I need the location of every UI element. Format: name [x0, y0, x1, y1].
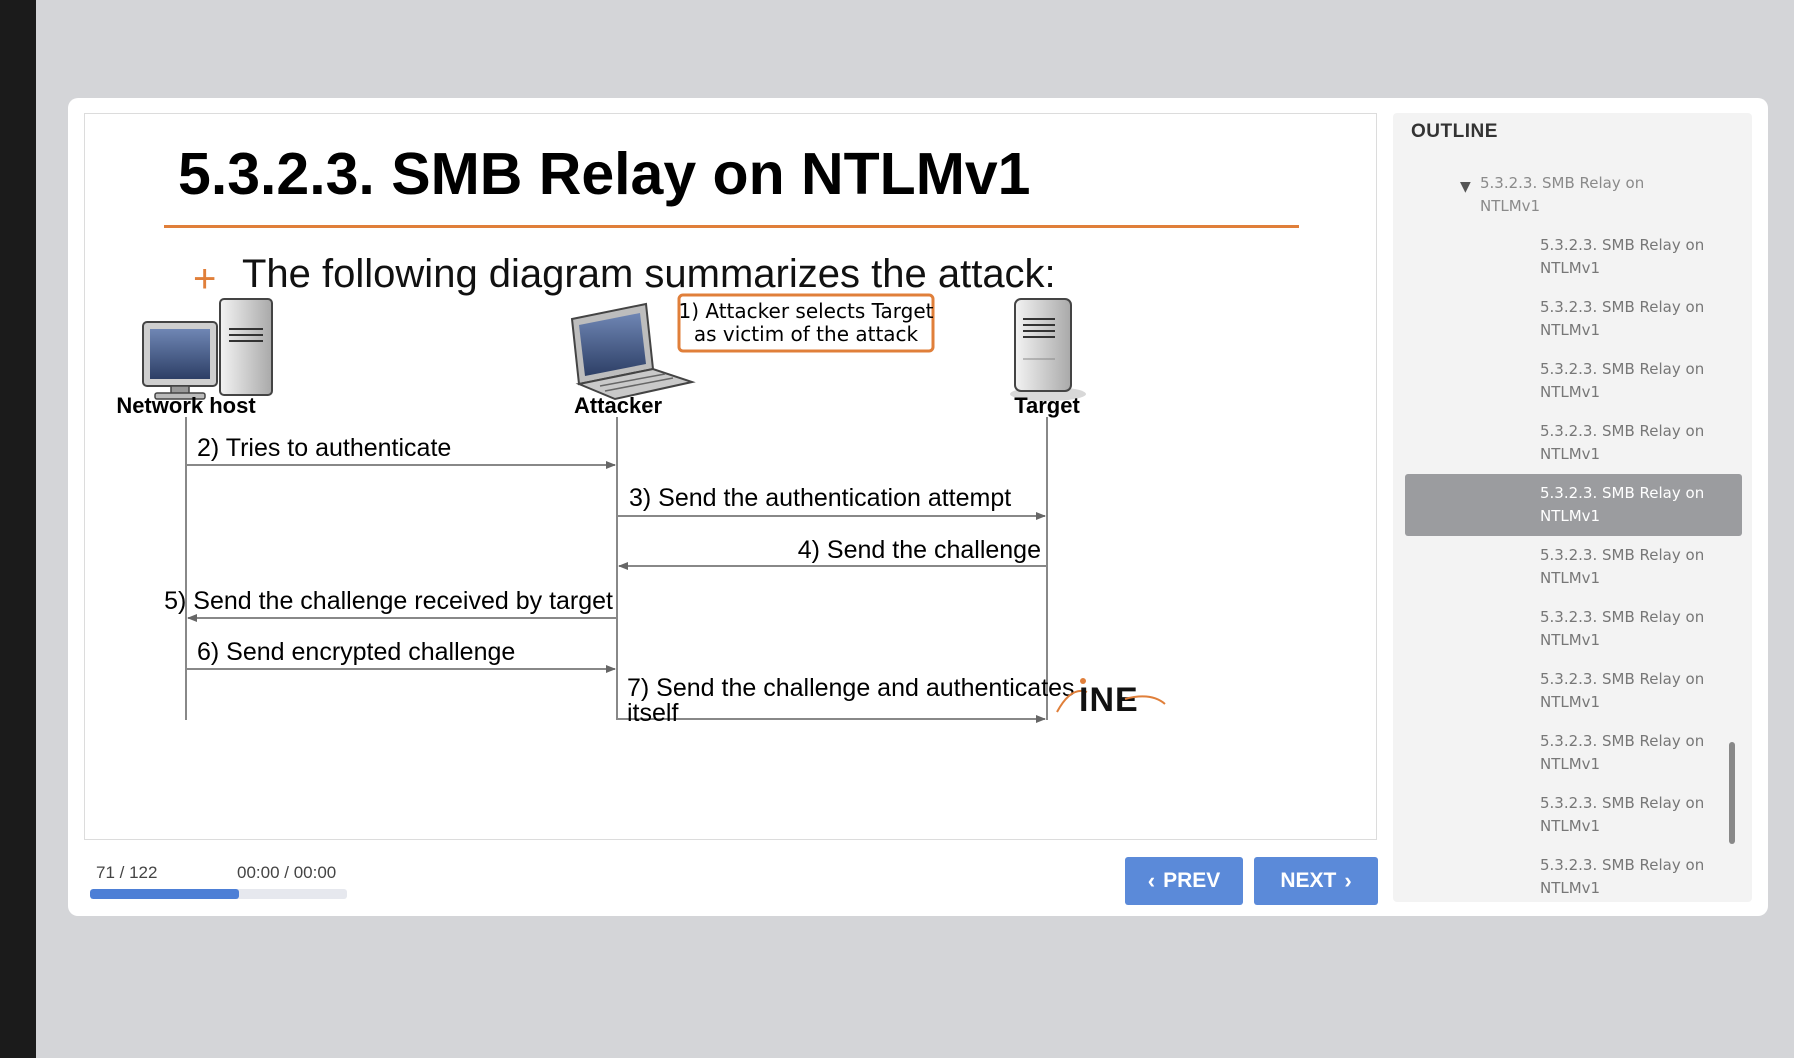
laptop-icon: [570, 302, 696, 401]
outline-item-label: 5.3.2.3. SMB Relay on: [1540, 608, 1705, 626]
message-label-6: 6) Send encrypted challenge: [197, 638, 515, 666]
svg-text:INE: INE: [1079, 681, 1139, 719]
outline-header: OUTLINE: [1411, 121, 1498, 142]
outline-parent-label-line-1: 5.3.2.3. SMB Relay on: [1480, 174, 1645, 192]
outline-item-label: NTLMv1: [1540, 321, 1601, 339]
message-label-7-line-2: itself: [627, 699, 678, 727]
next-button-label: NEXT: [1280, 869, 1337, 892]
outline-item[interactable]: 5.3.2.3. SMB Relay on NTLMv1: [1405, 660, 1742, 722]
caret-down-icon: ▼: [1460, 179, 1471, 195]
outline-item[interactable]: 5.3.2.3. SMB Relay on NTLMv1: [1405, 474, 1742, 536]
outline-item-label: 5.3.2.3. SMB Relay on: [1540, 546, 1705, 564]
outline-item[interactable]: 5.3.2.3. SMB Relay on NTLMv1: [1405, 784, 1742, 846]
outline-item[interactable]: 5.3.2.3. SMB Relay on NTLMv1: [1405, 412, 1742, 474]
outline-item[interactable]: 5.3.2.3. SMB Relay on NTLMv1: [1405, 598, 1742, 660]
outline-item-label: NTLMv1: [1540, 755, 1601, 773]
outline-scrollbar[interactable]: [1729, 742, 1735, 844]
callout-line-2: as victim of the attack: [694, 322, 919, 346]
actor-label-target: Target: [1014, 393, 1080, 418]
outline-item-label: 5.3.2.3. SMB Relay on: [1540, 298, 1705, 316]
outline-item-label: NTLMv1: [1540, 445, 1601, 463]
outline-item-label: 5.3.2.3. SMB Relay on: [1540, 856, 1705, 874]
slide-counter: 71 / 122: [96, 863, 158, 882]
outline-item-label: NTLMv1: [1540, 569, 1601, 587]
outline-panel: OUTLINE ▼ 5.3.2.3. SMB Relay on NTLMv1 5…: [1393, 113, 1752, 902]
callout-line-1: 1) Attacker selects Target: [679, 299, 934, 323]
outline-item[interactable]: 5.3.2.3. SMB Relay on NTLMv1: [1405, 722, 1742, 784]
message-label-3: 3) Send the authentication attempt: [629, 484, 1011, 512]
outline-item-label: 5.3.2.3. SMB Relay on: [1540, 422, 1705, 440]
chevron-right-icon: ›: [1344, 868, 1352, 893]
outline-item-label: NTLMv1: [1540, 879, 1601, 897]
outline-parent-label-line-2: NTLMv1: [1480, 197, 1541, 215]
title-divider: [164, 225, 1299, 228]
server-icon: [1010, 298, 1086, 401]
outline-item-label: NTLMv1: [1540, 259, 1601, 277]
prev-button[interactable]: ‹ PREV: [1125, 857, 1243, 905]
progress-bar[interactable]: [90, 889, 347, 899]
bullet-text: The following diagram summarizes the att…: [242, 252, 1056, 296]
outline-item[interactable]: 5.3.2.3. SMB Relay on NTLMv1: [1405, 846, 1742, 902]
outline-item[interactable]: 5.3.2.3. SMB Relay on NTLMv1: [1405, 350, 1742, 412]
message-label-7-line-1: 7) Send the challenge and authenticates: [627, 674, 1075, 702]
outline-item-label: 5.3.2.3. SMB Relay on: [1540, 670, 1705, 688]
outline-item[interactable]: 5.3.2.3. SMB Relay on NTLMv1: [1405, 536, 1742, 598]
outline-item-label: 5.3.2.3. SMB Relay on: [1540, 360, 1705, 378]
outline-item[interactable]: 5.3.2.3. SMB Relay on NTLMv1: [1405, 288, 1742, 350]
progress-bar-fill: [90, 889, 240, 899]
slide-canvas: 5.3.2.3. SMB Relay on NTLMv1 + The follo…: [84, 113, 1377, 840]
callout-box: [677, 293, 935, 353]
ine-logo: INE: [1056, 678, 1166, 719]
outline-item-label: NTLMv1: [1540, 383, 1601, 401]
message-label-4: 4) Send the challenge: [798, 536, 1041, 564]
outline-parent-item[interactable]: ▼ 5.3.2.3. SMB Relay on NTLMv1: [1460, 172, 1740, 218]
actor-label-network-host: Network host: [116, 393, 256, 418]
outline-item-label: 5.3.2.3. SMB Relay on: [1540, 484, 1705, 502]
outline-item-label: 5.3.2.3. SMB Relay on: [1540, 236, 1705, 254]
left-window-edge: [0, 0, 36, 1058]
message-label-2: 2) Tries to authenticate: [197, 434, 451, 462]
attack-sequence-diagram: 1) Attacker selects Target as victim of …: [116, 293, 1166, 727]
outline-item-label: NTLMv1: [1540, 693, 1601, 711]
outline-item-label: NTLMv1: [1540, 631, 1601, 649]
slide-title: 5.3.2.3. SMB Relay on NTLMv1: [178, 141, 1031, 207]
desktop-computer-icon: [142, 298, 273, 400]
chevron-left-icon: ‹: [1147, 868, 1156, 893]
outline-item-label: NTLMv1: [1540, 817, 1601, 835]
outline-item-label: 5.3.2.3. SMB Relay on: [1540, 732, 1705, 750]
bullet-marker: +: [193, 257, 217, 301]
outline-item[interactable]: 5.3.2.3. SMB Relay on NTLMv1: [1405, 226, 1742, 288]
outline-item-label: NTLMv1: [1540, 507, 1601, 525]
slide-player: 5.3.2.3. SMB Relay on NTLMv1 + The follo…: [68, 98, 1768, 916]
message-label-5: 5) Send the challenge received by target: [164, 587, 613, 615]
prev-button-label: PREV: [1163, 869, 1221, 892]
next-button[interactable]: NEXT ›: [1254, 857, 1378, 905]
outline-item-label: 5.3.2.3. SMB Relay on: [1540, 794, 1705, 812]
actor-label-attacker: Attacker: [574, 393, 662, 418]
media-timer: 00:00 / 00:00: [237, 863, 337, 882]
